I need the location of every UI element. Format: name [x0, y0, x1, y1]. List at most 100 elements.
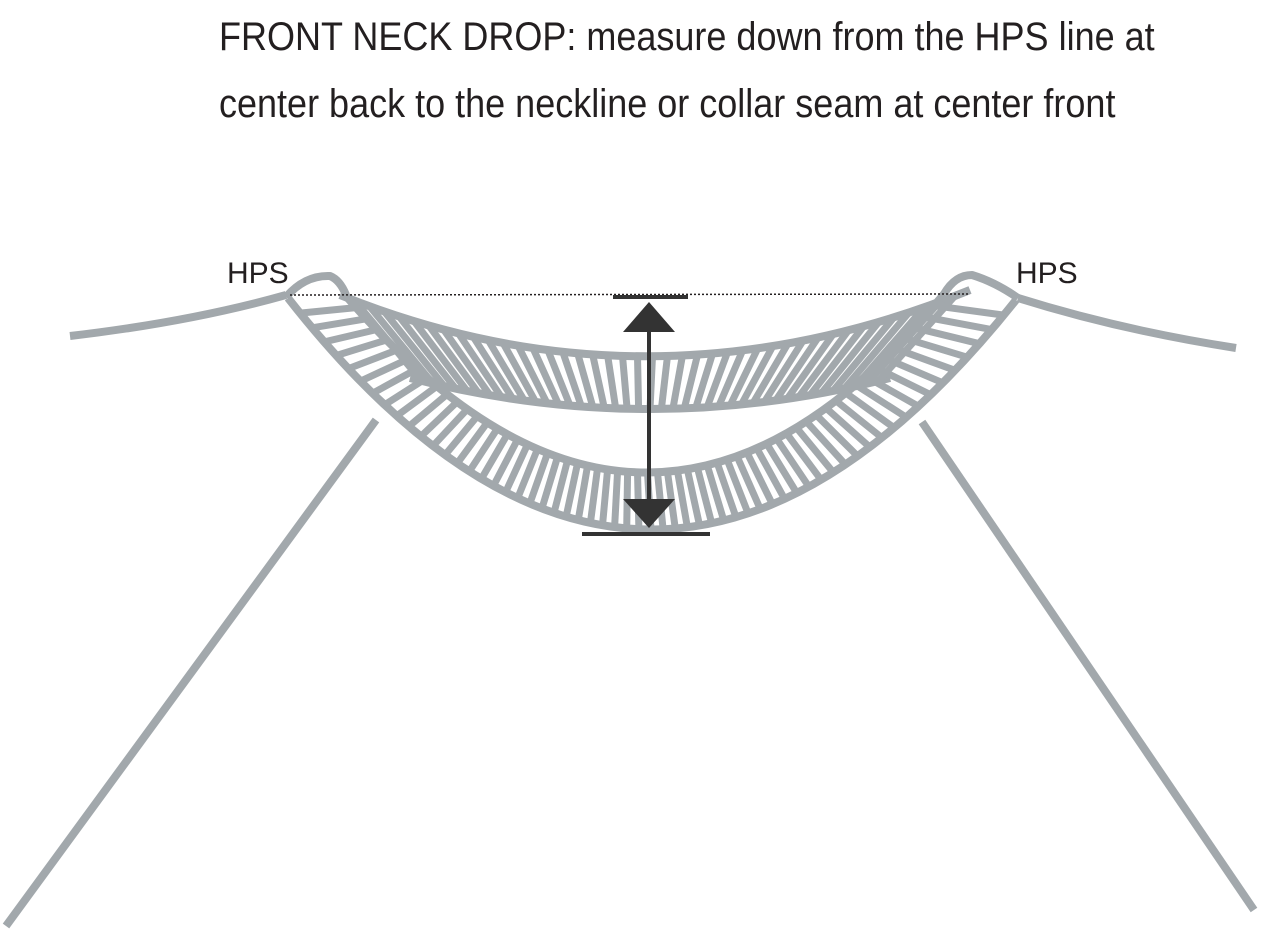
front-band-rib	[753, 446, 788, 501]
front-band-rib	[394, 383, 440, 419]
front-band-rib	[502, 443, 531, 494]
back-band-rib	[574, 352, 597, 409]
back-band-rib	[807, 324, 867, 398]
front-band-rib	[703, 464, 728, 522]
back-band-rib	[559, 350, 585, 408]
back-band-rib	[703, 350, 731, 409]
back-band-rib	[818, 319, 882, 396]
front-band-rib	[883, 354, 945, 387]
back-band-rib	[669, 354, 686, 410]
front-band-rib	[833, 397, 885, 441]
back-band-rib	[715, 348, 746, 408]
back-band-rib	[738, 344, 776, 407]
back-band-outer-edge	[338, 286, 972, 361]
back-band-rib	[470, 335, 516, 401]
front-band-rib	[478, 432, 511, 481]
front-band-rib	[550, 459, 571, 514]
front-band-rib	[335, 336, 388, 359]
front-band-rib	[923, 313, 993, 334]
front-band-rib	[873, 364, 933, 398]
front-band-rib	[763, 441, 800, 495]
diagram-title: FRONT NECK DROP: measure down from the H…	[219, 4, 1155, 138]
front-band-rib	[803, 419, 848, 467]
right-shoulder-line	[1016, 294, 1237, 352]
back-band-rib	[544, 348, 574, 407]
front-band-rib	[311, 315, 367, 332]
back-band-rib	[455, 331, 505, 400]
front-band-rib	[599, 469, 612, 526]
back-band-rib	[680, 353, 701, 410]
front-band-rib	[673, 469, 691, 528]
title-line-1: FRONT NECK DROP: measure down from the H…	[219, 15, 1155, 59]
back-band-rib	[440, 327, 493, 398]
back-band-rib	[485, 338, 528, 403]
front-band-rib	[526, 451, 551, 505]
back-band-rib	[841, 310, 912, 391]
back-band-rib	[619, 355, 631, 410]
back-band-rib	[772, 335, 822, 403]
back-band-rib	[604, 354, 620, 409]
front-band-rib	[843, 390, 897, 431]
back-band-rib	[381, 309, 448, 389]
front-band-rib	[323, 326, 378, 346]
right-body-line	[918, 419, 1258, 913]
front-band-rib	[913, 324, 981, 348]
back-band-rib	[784, 331, 837, 401]
left-collar-tip	[282, 271, 350, 300]
front-band-rib	[853, 381, 909, 421]
back-band-rib	[657, 355, 671, 410]
front-band-rib	[713, 461, 740, 519]
title-line-2: center back to the neckline or collar se…	[219, 82, 1116, 126]
front-band-rib	[382, 374, 429, 408]
left-shoulder-line	[69, 291, 288, 340]
back-band-rib	[396, 314, 459, 391]
front-band-rib	[514, 447, 541, 500]
front-band-rib	[299, 304, 357, 317]
back-band-rib	[634, 356, 643, 409]
back-band-rib	[761, 338, 807, 404]
left-body-line	[2, 417, 380, 929]
front-band-rib	[430, 406, 470, 449]
front-band-rib	[562, 462, 582, 518]
back-band-rib	[692, 352, 716, 409]
back-band-rib	[500, 341, 539, 404]
back-band-rib	[529, 346, 562, 406]
front-band-rib	[442, 413, 480, 458]
front-band-rib	[538, 455, 561, 510]
front-band-rib	[406, 391, 450, 430]
back-band-rib	[726, 346, 761, 408]
front-band-rib	[370, 365, 419, 397]
back-band-rib	[425, 323, 482, 396]
back-band-rib	[795, 328, 852, 400]
front-band-rib	[723, 458, 752, 515]
back-band-rib	[411, 318, 470, 394]
front-band-rib	[793, 425, 837, 475]
front-band-rib	[693, 466, 716, 525]
front-band-rib	[611, 470, 622, 528]
front-band-rib	[347, 346, 398, 372]
hps-reference-line	[289, 293, 971, 296]
front-band-rib	[893, 345, 957, 374]
front-band-rib	[773, 436, 812, 489]
front-band-rib	[783, 431, 824, 482]
front-band-rib	[418, 399, 460, 439]
arrowhead-down	[623, 499, 675, 528]
front-band-rib	[490, 437, 521, 488]
hps-label-right: HPS	[1016, 257, 1078, 290]
right-collar-tip	[940, 271, 1021, 302]
front-band-rib	[813, 412, 861, 459]
front-band-rib	[683, 468, 704, 527]
back-band-rib	[589, 353, 608, 409]
back-band-rib	[749, 341, 792, 406]
front-band-rib	[466, 426, 501, 474]
front-band-rib	[574, 465, 592, 521]
back-band-rib	[514, 344, 551, 405]
front-band-rib	[823, 405, 873, 450]
front-band-rib	[863, 373, 921, 410]
front-band-rib	[733, 454, 764, 511]
front-band-rib	[454, 420, 491, 466]
hps-label-left: HPS	[227, 257, 289, 290]
front-band-rib	[933, 302, 1005, 319]
